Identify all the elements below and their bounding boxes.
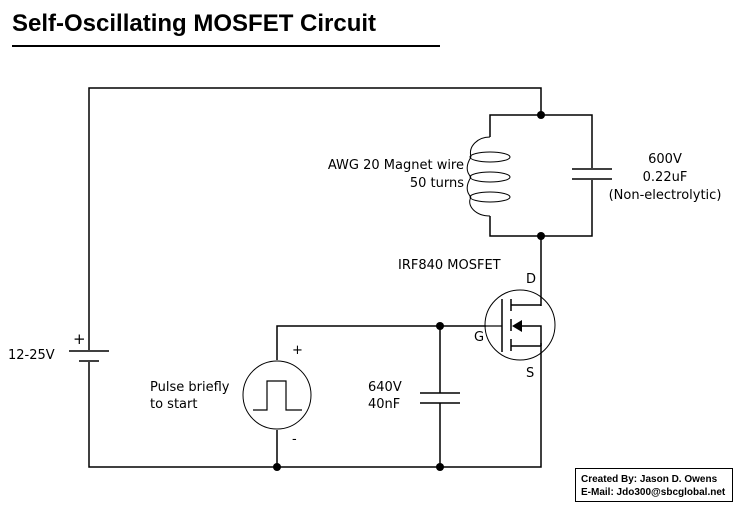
tank-cap-voltage: 600V [648, 152, 682, 167]
credits-email: E-Mail: Jdo300@sbcglobal.net [581, 487, 726, 498]
supply-voltage-label: 12-25V [8, 348, 55, 363]
wire-tank-bottom [489, 180, 593, 237]
pulse-label-line2: to start [150, 397, 198, 412]
wire-top [88, 87, 542, 350]
junction-dot [436, 322, 444, 330]
gate-cap-value: 40nF [368, 397, 401, 412]
gate-cap-voltage: 640V [368, 380, 402, 395]
junction-dot [273, 463, 281, 471]
mosfet-drain-label: D [526, 272, 537, 287]
wire-gate [276, 325, 486, 360]
inductor-label-turns: 50 turns [409, 176, 464, 191]
mosfet-symbol [484, 289, 556, 361]
battery-plus-sign: + [73, 330, 86, 348]
pulse-plus-sign: + [292, 343, 303, 358]
mosfet-arrow-icon [512, 320, 522, 332]
inductor-label-wire: AWG 20 Magnet wire [327, 158, 464, 173]
pulse-waveform-icon [253, 380, 302, 411]
credits-author: Created By: Jason D. Owens [581, 474, 718, 485]
pulse-label-line1: Pulse briefly [150, 380, 230, 395]
mosfet-source-label: S [526, 366, 535, 381]
inductor-coil [466, 136, 511, 217]
page-title: Self-Oscillating MOSFET Circuit [12, 10, 377, 37]
wire-left-lower [88, 343, 542, 468]
pulse-source-circle [242, 360, 312, 430]
junction-dot [537, 232, 545, 240]
title-underline [12, 45, 440, 47]
junction-dot [436, 463, 444, 471]
credits-box: Created By: Jason D. Owens E-Mail: Jdo30… [575, 468, 733, 502]
junction-dot [537, 111, 545, 119]
tank-cap-value: 0.22uF [642, 170, 688, 185]
tank-cap-type: (Non-electrolytic) [608, 188, 722, 203]
mosfet-gate-label: G [474, 330, 485, 345]
mosfet-label: IRF840 MOSFET [398, 258, 501, 273]
pulse-minus-sign: - [292, 432, 297, 447]
